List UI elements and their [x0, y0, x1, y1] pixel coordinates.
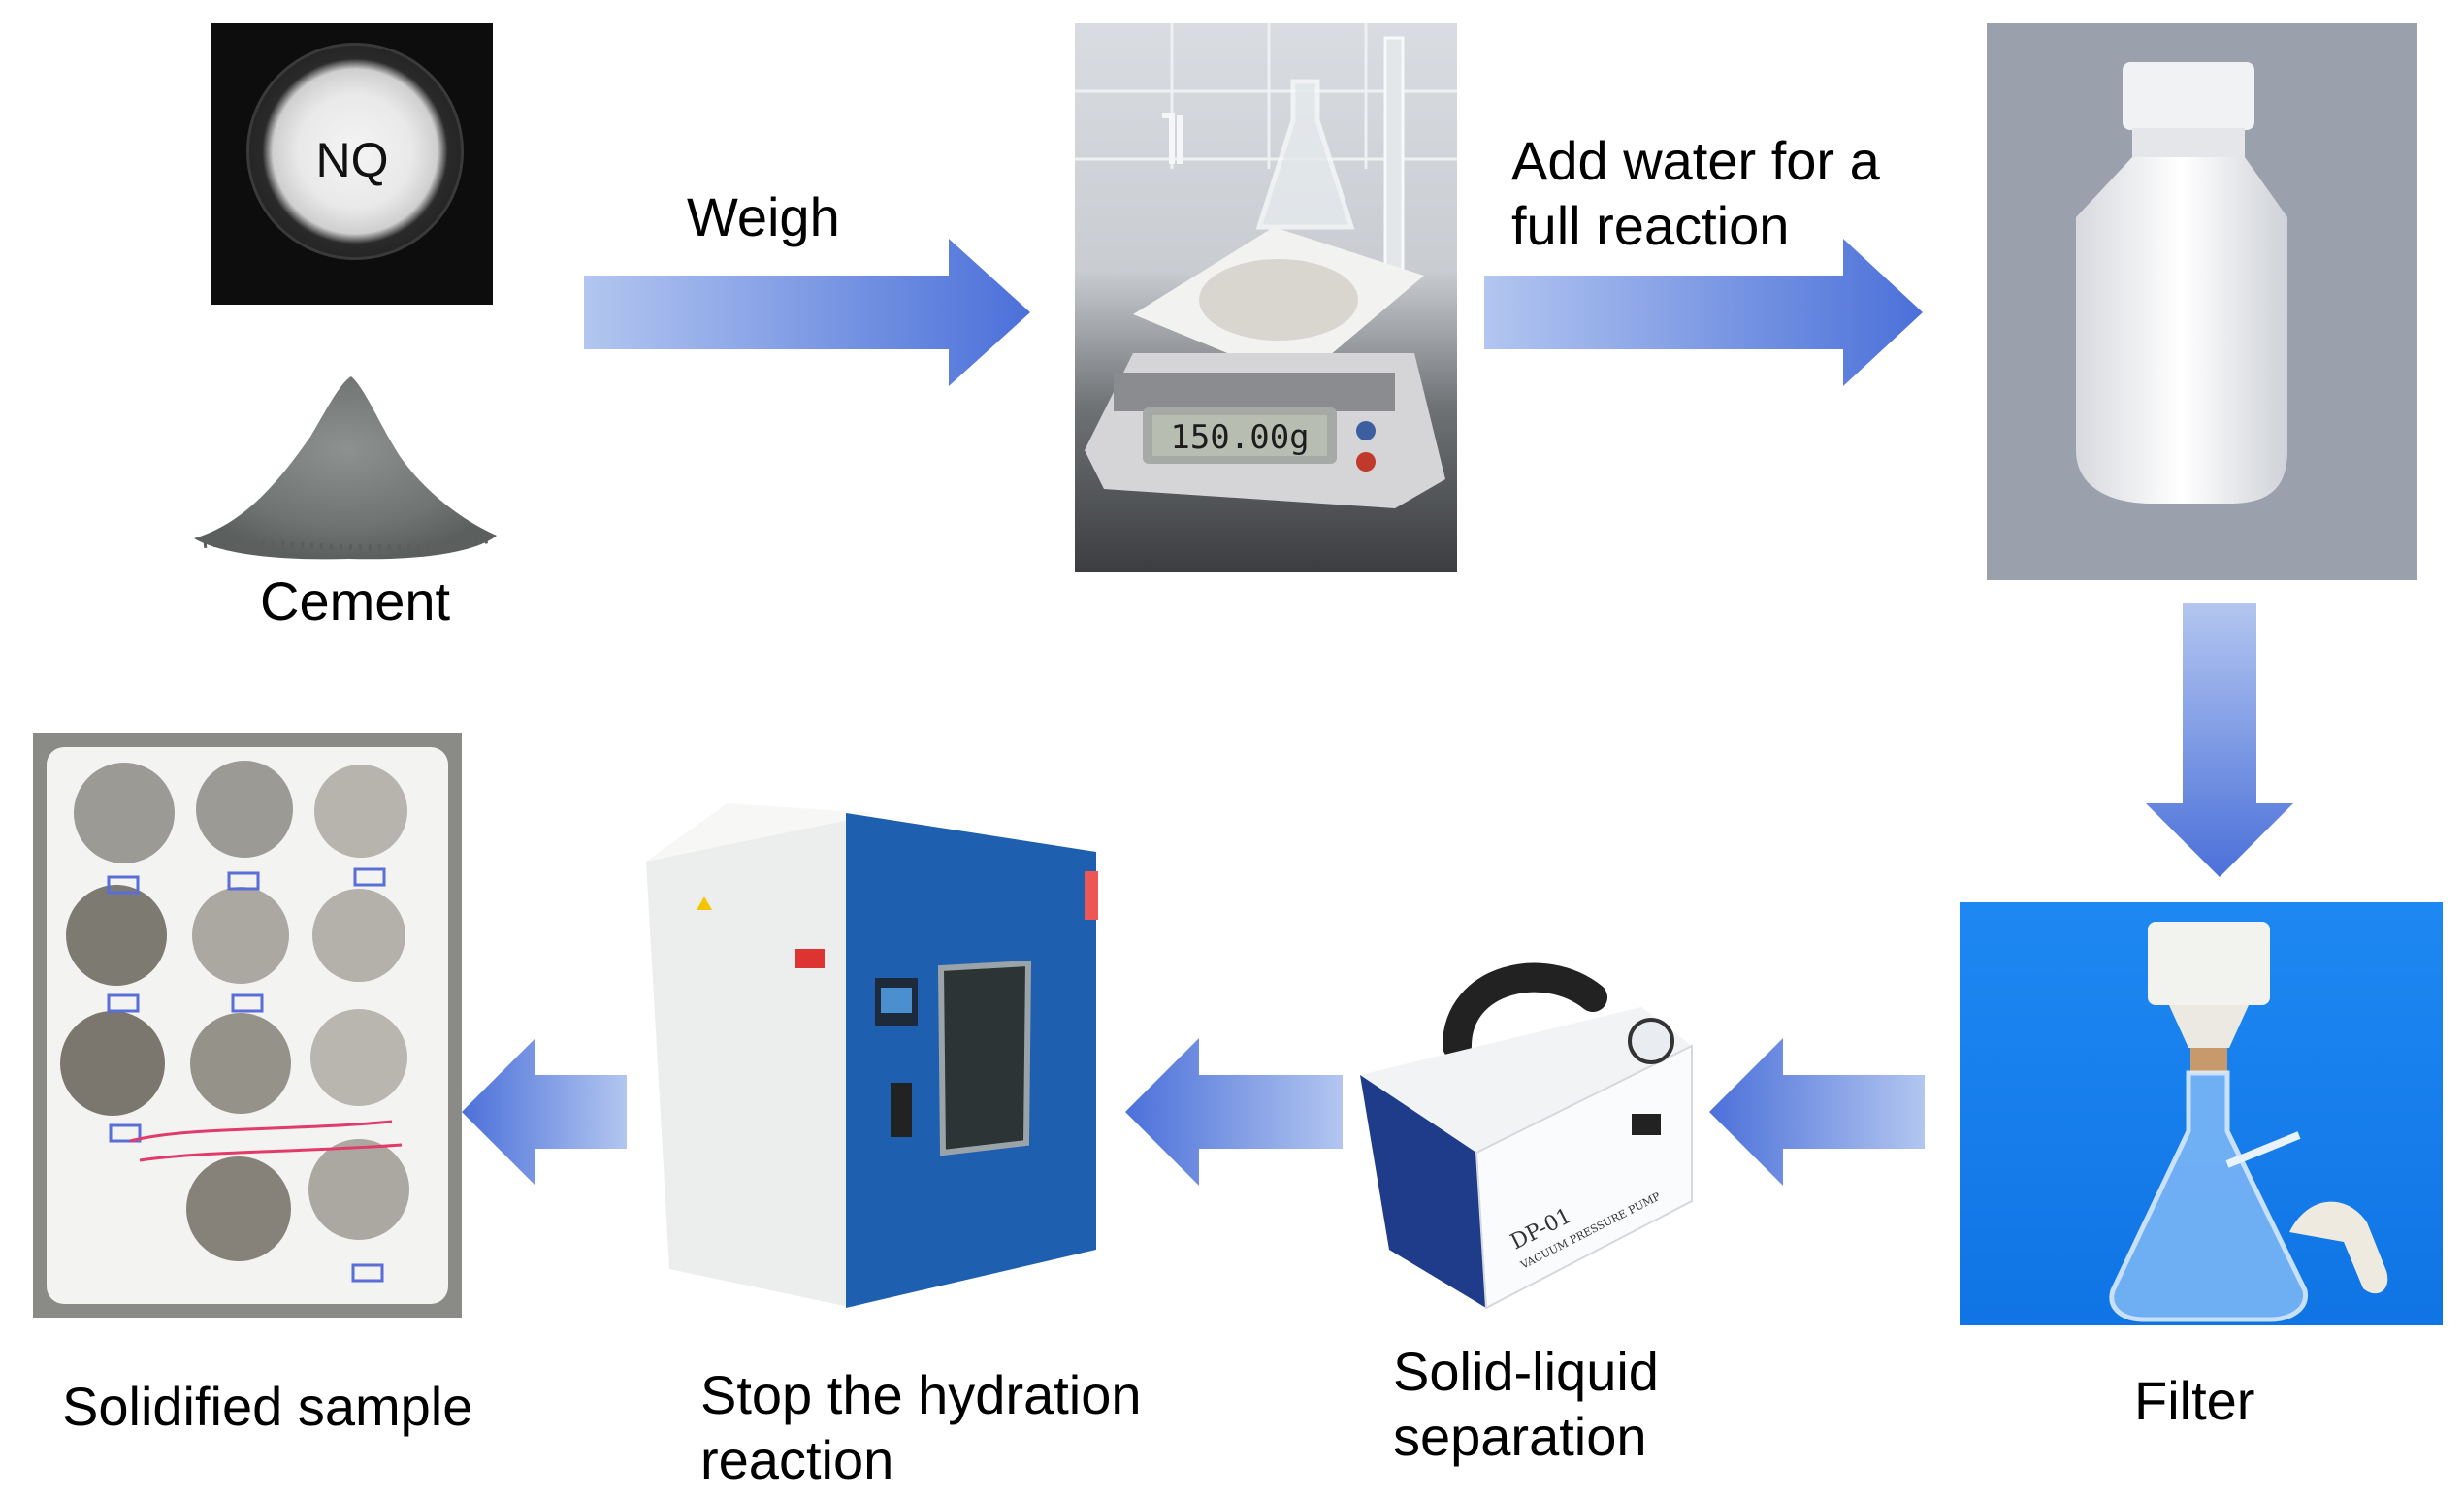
arrow-right-add-water [1484, 239, 1923, 386]
add-water-line2: full reaction [1511, 195, 1790, 257]
solid-liquid-line1: Solid-liquid [1393, 1341, 1659, 1402]
nq-powder-photo: NQ [211, 23, 493, 305]
balance-photo: 150.00g [1075, 23, 1457, 572]
stop-line1: Stop the hydration [700, 1364, 1142, 1425]
stop-line2: reaction [700, 1429, 894, 1491]
add-water-label: Add water for a full reaction [1511, 128, 1880, 258]
arrow-left-solidified [462, 1038, 627, 1186]
cement-pile-image [194, 376, 497, 560]
bottle-photo [1987, 23, 2417, 580]
solid-liquid-line2: separation [1393, 1406, 1647, 1468]
filter-label: Filter [2134, 1370, 2255, 1431]
filter-photo [1960, 902, 2443, 1325]
solidified-sample-label: Solidified sample [62, 1376, 473, 1437]
vacuum-pump-photo: DP-01 VACUUM PRESSURE PUMP [1350, 929, 1702, 1318]
petri-dish-image [246, 43, 464, 260]
arrow-left-separation [1709, 1038, 1925, 1186]
solid-liquid-label: Solid-liquid separation [1393, 1339, 1659, 1469]
weigh-label: Weigh [687, 186, 840, 247]
nq-label: NQ [315, 133, 389, 187]
arrow-left-stop-reaction [1125, 1038, 1343, 1186]
balance-display-text: 150.00g [1170, 418, 1309, 457]
add-water-line1: Add water for a [1511, 130, 1880, 191]
drying-oven-photo [640, 794, 1108, 1318]
arrow-right-weigh [584, 239, 1030, 386]
cement-label: Cement [260, 570, 451, 632]
solidified-sample-photo [33, 733, 462, 1318]
stop-hydration-label: Stop the hydration reaction [700, 1362, 1142, 1492]
arrow-down-filter [2146, 603, 2293, 877]
